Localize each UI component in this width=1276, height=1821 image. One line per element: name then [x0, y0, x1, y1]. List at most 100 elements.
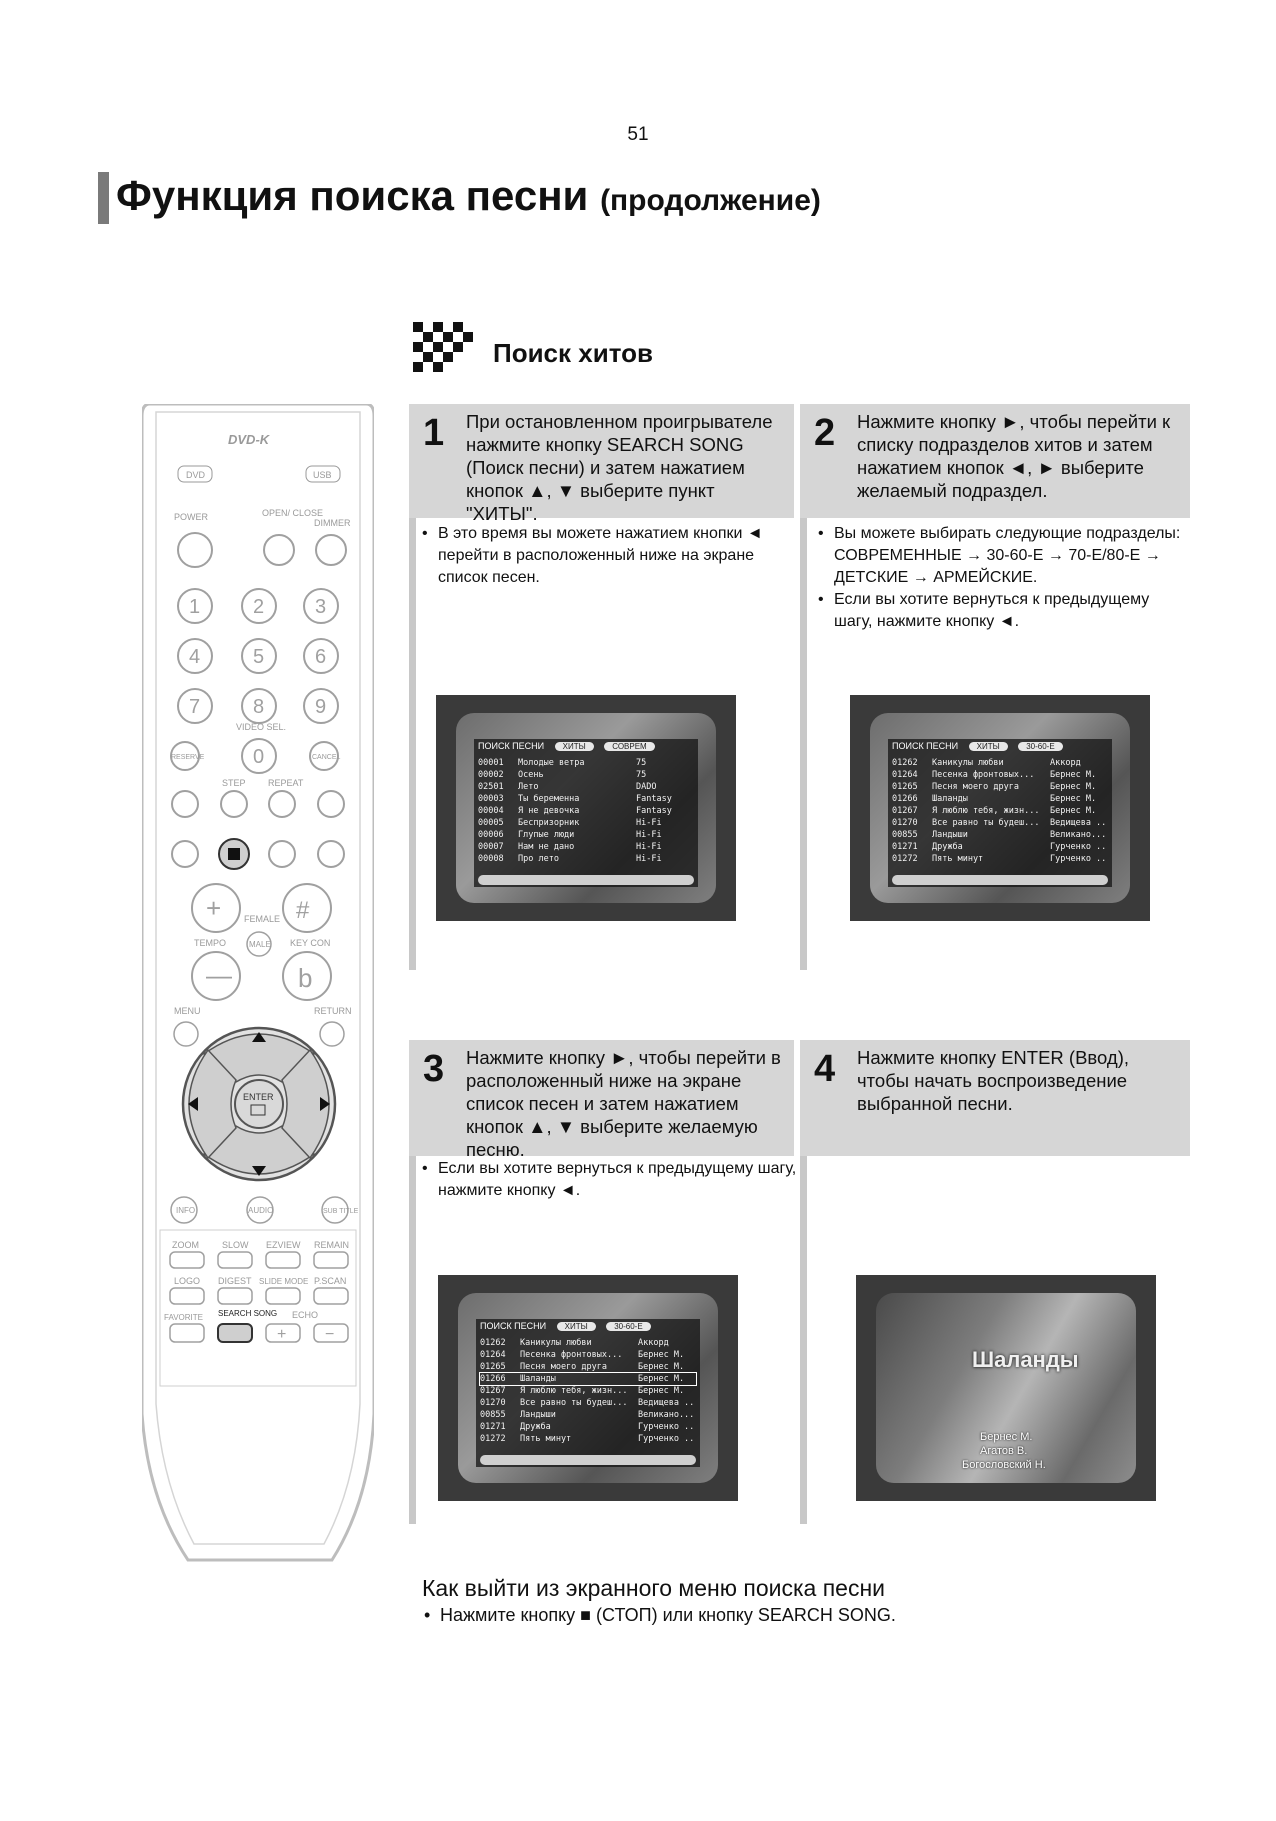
song-artist: Hi-Fi [636, 818, 662, 828]
screen-3-menu-head: ПОИСК ПЕСНИ ХИТЫ 30-60-Е [480, 1321, 696, 1335]
song-artist: Гурченко ... [638, 1434, 696, 1444]
digit-5: 5 [253, 646, 264, 668]
remote-cancel-label: CANCEL [312, 754, 341, 761]
song-number: 01271 [892, 842, 918, 852]
screen-1-tab-1: ХИТЫ [554, 742, 594, 751]
song-number: 01266 [480, 1374, 506, 1384]
song-title: Глупые люди [518, 830, 575, 840]
song-title: Ты беременна [518, 794, 580, 804]
song-artist: Hi-Fi [636, 830, 662, 840]
remote-dimmer-label: DIMMER [314, 518, 351, 528]
screen-2-tab-2: 30-60-Е [1018, 742, 1063, 751]
remote-slide-mode-label: SLIDE MODE [259, 1277, 308, 1286]
page-title-sub: (продолжение) [600, 184, 821, 217]
song-artist: Бернес М. [638, 1362, 685, 1372]
remote-power-label: POWER [174, 512, 209, 522]
screen-4: Шаланды Бернес М. Агатов В. Богословский… [856, 1275, 1156, 1501]
remote-dvd-label: DVD [186, 470, 206, 480]
screen-1-tab-2: СОВРЕМ [604, 742, 655, 751]
digit-3: 3 [315, 596, 326, 618]
step1-bullet: В это время вы можете нажатием кнопки ◄ … [420, 523, 798, 589]
song-title: Я люблю тебя, жизн... [520, 1386, 628, 1396]
step1-column-bar [409, 404, 416, 970]
song-title: Каникулы любви [520, 1338, 592, 1348]
remote-video-sel-label: VIDEO SEL. [236, 722, 286, 732]
page-title: Функция поиска песни (продолжение) [116, 172, 821, 220]
remote-return-label: RETURN [314, 1006, 352, 1016]
exit-bullet: Нажмите кнопку ■ (СТОП) или кнопку SEARC… [422, 1603, 896, 1627]
remote-usb-label: USB [313, 470, 332, 480]
song-artist: Бернес М. [1050, 782, 1097, 792]
remote-search-song-label: SEARCH SONG [218, 1309, 277, 1318]
section-title: Поиск хитов [493, 338, 653, 368]
remote-female-label: FEMALE [244, 914, 280, 924]
song-number: 01267 [892, 806, 918, 816]
song-artist: Бернес М. [1050, 794, 1097, 804]
screen-4-credit-1: Бернес М. [980, 1431, 1033, 1443]
song-title: Про лето [518, 854, 559, 864]
song-title: Пять минут [520, 1434, 572, 1444]
song-artist: Бернес М. [638, 1374, 685, 1384]
remote-audio-label: AUDIO [248, 1206, 273, 1215]
digit-6: 6 [315, 646, 326, 668]
remote-step-label: STEP [222, 778, 246, 788]
song-title: Песенка фронтовых... [520, 1350, 623, 1360]
song-title: Песня моего друга [520, 1362, 607, 1372]
checker-arrow-icon [413, 322, 473, 372]
screen-2-tab-1: ХИТЫ [968, 742, 1008, 751]
step4-box: 4 Нажмите кнопку ENTER (Ввод), чтобы нач… [800, 1040, 1190, 1156]
song-artist: Аккорд [1050, 758, 1081, 768]
step2-box: 2 Нажмите кнопку ►, чтобы перейти к спис… [800, 404, 1190, 518]
song-title: Все равно ты будеш... [520, 1398, 628, 1408]
song-title: Лето [518, 782, 539, 792]
song-artist: Аккорд [638, 1338, 669, 1348]
remote-enter-label: ENTER [243, 1092, 274, 1102]
step2-bullet-2: Если вы хотите вернуться к предыдущему ш… [816, 589, 1186, 633]
song-number: 00855 [480, 1410, 506, 1420]
song-number: 00002 [478, 770, 504, 780]
step3-box: 3 Нажмите кнопку ►, чтобы перейти в расп… [409, 1040, 794, 1160]
remote-logo-label: LOGO [174, 1276, 200, 1286]
song-artist: 75 [636, 770, 647, 780]
song-number: 02501 [478, 782, 504, 792]
screen-2-footer [892, 875, 1108, 885]
song-artist: Бернес М. [638, 1386, 685, 1396]
song-number: 01265 [892, 782, 918, 792]
step2-text: Нажмите кнопку ►, чтобы перейти к списку… [857, 411, 1171, 501]
song-number: 01262 [892, 758, 918, 768]
song-number: 00005 [478, 818, 504, 828]
remote-key-con-label: KEY CON [290, 938, 330, 948]
exit-bullets: Нажмите кнопку ■ (СТОП) или кнопку SEARC… [422, 1603, 896, 1627]
digit-4: 4 [189, 646, 200, 668]
song-artist: Великано... [638, 1410, 695, 1420]
step2-number: 2 [814, 412, 836, 454]
remote-ezview-label: EZVIEW [266, 1240, 301, 1250]
song-title: Дружба [520, 1422, 551, 1432]
song-artist: Бернес М. [1050, 806, 1097, 816]
song-number: 00855 [892, 830, 918, 840]
remote-repeat-label: REPEAT [268, 778, 304, 788]
remote-zoom-label: ZOOM [172, 1240, 199, 1250]
step3-column-bar [409, 1040, 416, 1524]
remote-male-label: MALE [249, 940, 271, 949]
screen-1-menu-head: ПОИСК ПЕСНИ ХИТЫ СОВРЕМ [478, 741, 694, 755]
song-artist: Великано... [1050, 830, 1107, 840]
screen-2-header: ПОИСК ПЕСНИ [892, 741, 959, 751]
